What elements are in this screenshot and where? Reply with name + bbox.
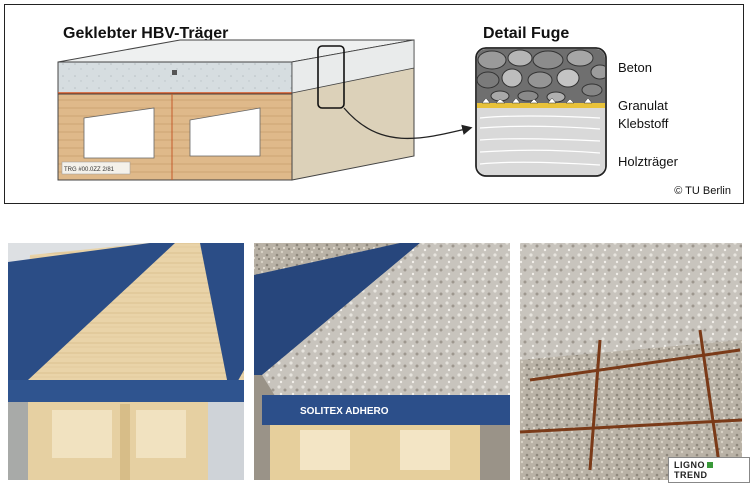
detail-marker: [317, 45, 345, 109]
photo-concrete-rebar: [519, 243, 743, 480]
label-granulat: Granulat: [618, 98, 668, 113]
label-beton: Beton: [618, 60, 652, 75]
label-klebstoff: Klebstoff: [618, 116, 669, 131]
beam-stamp-box: [61, 161, 131, 175]
logo-square-icon: [707, 462, 713, 468]
photo-granulate-beam: SOLITEX ADHERO: [254, 243, 510, 480]
copyright: © TU Berlin: [674, 185, 731, 197]
label-holztraeger: Holzträger: [618, 154, 678, 169]
main-title: Geklebter HBV-Träger: [63, 25, 229, 42]
beam-stamp: TRG #00.0ZZ 2/81: [64, 167, 115, 173]
detail-arrow: [343, 107, 473, 140]
logo-text-right: TREND: [674, 470, 708, 480]
beam-concrete-front: [57, 61, 293, 94]
cutout-right: [189, 107, 261, 157]
detail-box: [475, 47, 607, 177]
beam-side-concrete: [291, 39, 415, 94]
ligno-trend-logo: LIGNOTREND: [668, 457, 750, 483]
logo-text-left: LIGNO: [674, 460, 705, 470]
photo-wood-beam: [8, 243, 244, 480]
tape-brand-text: SOLITEX ADHERO: [300, 406, 389, 417]
detail-title: Detail Fuge: [483, 25, 570, 42]
cutout-left: [83, 107, 155, 159]
concrete-mark: [172, 70, 177, 75]
